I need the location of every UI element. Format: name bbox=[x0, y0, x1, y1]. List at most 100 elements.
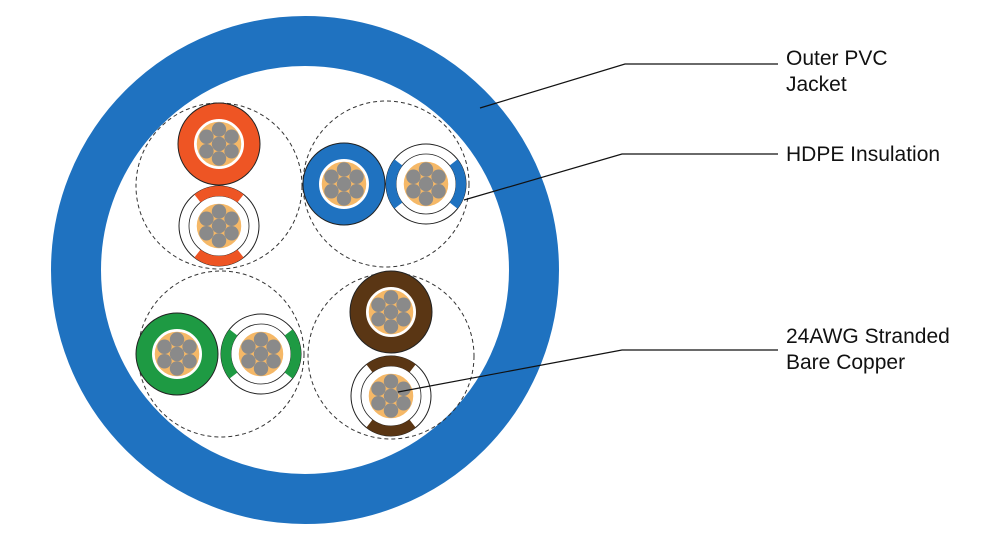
copper-strand bbox=[336, 191, 352, 206]
copper-strand bbox=[383, 304, 399, 320]
wire-outline bbox=[302, 142, 386, 226]
copper-strand bbox=[406, 184, 421, 199]
outer-jacket bbox=[51, 16, 559, 524]
copper-strand bbox=[383, 388, 399, 404]
copper-strand bbox=[396, 297, 411, 312]
copper-strand bbox=[418, 191, 434, 206]
copper-strand bbox=[224, 144, 239, 159]
insulated-wire-striped bbox=[178, 185, 260, 267]
copper-strand bbox=[431, 184, 446, 199]
insulated-wire-striped bbox=[350, 355, 432, 437]
copper-strand bbox=[157, 354, 172, 369]
wire-outline bbox=[349, 270, 433, 354]
hdpe-insulation bbox=[303, 143, 385, 225]
copper-strand bbox=[169, 346, 185, 362]
color-stripe bbox=[366, 356, 416, 373]
copper-strand bbox=[182, 354, 197, 369]
insulated-wire-solid bbox=[302, 142, 386, 226]
twisted-pair-orange bbox=[135, 102, 303, 270]
copper-strand bbox=[211, 136, 227, 152]
color-stripe bbox=[449, 159, 466, 209]
leader-line-insulation bbox=[463, 153, 778, 201]
leader-line-copper bbox=[397, 349, 778, 393]
pair-boundary bbox=[135, 102, 303, 270]
copper-strand bbox=[418, 162, 434, 177]
copper-strand bbox=[371, 381, 386, 396]
copper-strand bbox=[266, 339, 281, 354]
color-stripe bbox=[194, 249, 244, 266]
label-stranded-copper: 24AWG Stranded Bare Copper bbox=[786, 324, 950, 376]
copper-strand bbox=[182, 339, 197, 354]
label-hdpe-insulation: HDPE Insulation bbox=[786, 142, 940, 168]
label-hdpe-insulation-text: HDPE Insulation bbox=[786, 143, 941, 166]
copper-strand bbox=[396, 381, 411, 396]
copper-strand bbox=[199, 226, 214, 241]
copper-strand bbox=[157, 339, 172, 354]
leader-lines bbox=[397, 63, 778, 393]
copper-strand bbox=[349, 184, 364, 199]
copper-strand bbox=[241, 354, 256, 369]
copper-strand bbox=[324, 169, 339, 184]
copper-strand bbox=[224, 129, 239, 144]
copper-strand bbox=[371, 396, 386, 411]
insulated-wire-solid bbox=[135, 312, 219, 396]
twisted-pairs bbox=[135, 100, 475, 440]
insulated-wire-striped bbox=[385, 143, 467, 225]
copper-strand bbox=[396, 312, 411, 327]
color-stripe bbox=[221, 329, 238, 379]
copper-strand bbox=[253, 332, 269, 347]
copper-strand bbox=[406, 169, 421, 184]
twisted-pair-green bbox=[135, 270, 305, 438]
hdpe-insulation bbox=[136, 313, 218, 395]
copper-strand bbox=[224, 211, 239, 226]
copper-strand bbox=[336, 176, 352, 192]
wire-outline bbox=[177, 102, 261, 186]
color-stripe bbox=[386, 159, 403, 209]
copper-strand bbox=[349, 169, 364, 184]
label-stranded-copper-line2: Bare Copper bbox=[786, 351, 906, 374]
leader-line-jacket bbox=[479, 63, 778, 109]
copper-strand bbox=[371, 297, 386, 312]
copper-strand bbox=[383, 403, 399, 418]
hdpe-insulation bbox=[178, 103, 260, 185]
copper-strand bbox=[253, 346, 269, 362]
color-stripe bbox=[194, 186, 244, 203]
insulated-wire-striped bbox=[220, 313, 302, 395]
twisted-pair-blue bbox=[302, 100, 470, 268]
copper-strand bbox=[396, 396, 411, 411]
copper-strand bbox=[211, 151, 227, 166]
copper-strand bbox=[211, 233, 227, 248]
insulated-wire-solid bbox=[349, 270, 433, 354]
twisted-pair-brown bbox=[307, 270, 475, 440]
hdpe-insulation bbox=[350, 271, 432, 353]
copper-strand bbox=[224, 226, 239, 241]
copper-strand bbox=[241, 339, 256, 354]
label-outer-pvc-jacket-line2: Jacket bbox=[786, 73, 847, 96]
pair-boundary bbox=[307, 272, 475, 440]
copper-strand bbox=[199, 144, 214, 159]
outer-pvc-jacket bbox=[51, 16, 559, 524]
copper-strand bbox=[418, 176, 434, 192]
copper-strand bbox=[199, 129, 214, 144]
label-outer-pvc-jacket-line1: Outer PVC bbox=[786, 47, 888, 70]
label-stranded-copper-line1: 24AWG Stranded bbox=[786, 325, 950, 348]
copper-strand bbox=[431, 169, 446, 184]
copper-strand bbox=[336, 162, 352, 177]
copper-strand bbox=[253, 361, 269, 376]
color-stripe bbox=[284, 329, 301, 379]
copper-strand bbox=[199, 211, 214, 226]
copper-strand bbox=[383, 290, 399, 305]
label-outer-pvc-jacket: Outer PVC Jacket bbox=[786, 46, 888, 98]
copper-strand bbox=[211, 204, 227, 219]
copper-strand bbox=[383, 374, 399, 389]
copper-strand bbox=[324, 184, 339, 199]
copper-strand bbox=[371, 312, 386, 327]
color-stripe bbox=[366, 419, 416, 436]
copper-strand bbox=[211, 218, 227, 234]
copper-strand bbox=[169, 332, 185, 347]
copper-strand bbox=[383, 319, 399, 334]
wire-outline bbox=[135, 312, 219, 396]
copper-strand bbox=[169, 361, 185, 376]
